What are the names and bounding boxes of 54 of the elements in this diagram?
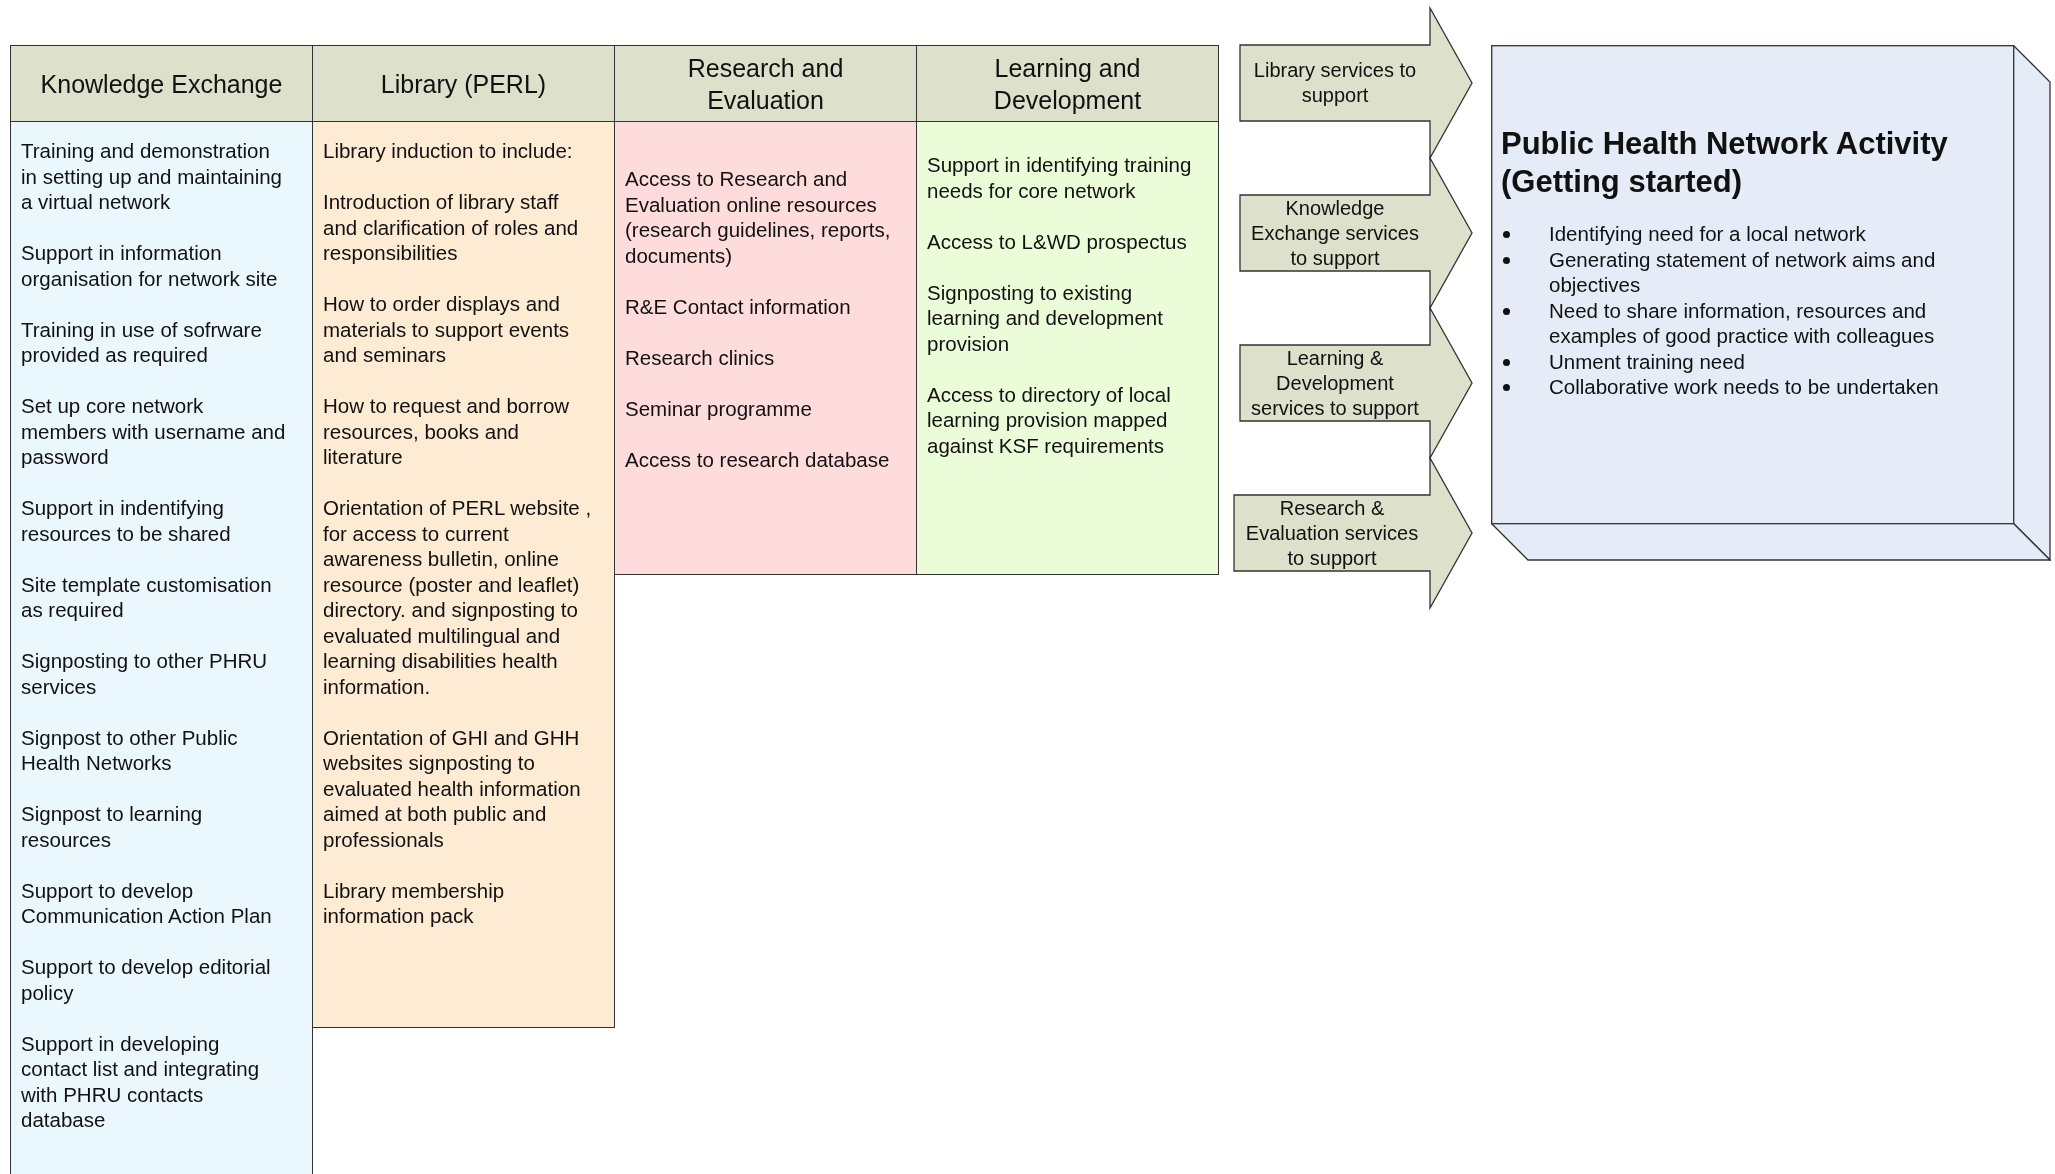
service-item: Access to Research and Evaluation online resources (research guidelines, reports, documents)	[625, 166, 892, 268]
header-text: Research and Evaluation	[686, 52, 845, 116]
service-item: Signposting to existing learning and development provision	[927, 279, 1164, 356]
column-header	[312, 45, 615, 122]
signpost-shape	[1240, 158, 1472, 308]
service-item: Training and demonstration in setting up and maintaining a virtual network	[21, 138, 283, 215]
service-item: Support in information organisation for network site	[21, 240, 279, 291]
service-item: How to request and borrow resources, books and literature	[323, 393, 571, 470]
header-text: Library (PERL)	[380, 68, 547, 100]
column-header	[10, 45, 313, 122]
bullet-item: Unment training need	[1549, 348, 1746, 374]
service-item: Support to develop editorial policy	[21, 954, 272, 1005]
bullet-item: Generating statement of network aims and objectives	[1549, 246, 1937, 298]
header-text: Learning and Development	[992, 52, 1143, 116]
service-list-panel	[312, 121, 615, 1028]
service-item: Signposting to other PHRU services	[21, 648, 269, 699]
signpost-shape	[1240, 8, 1472, 158]
service-list-panel	[916, 121, 1219, 575]
arrow-label: Learning & Development services to support	[1250, 345, 1420, 421]
arrow-label: Library services to support	[1252, 58, 1418, 108]
service-item: Support in developing contact list and integrating with PHRU contacts database	[21, 1030, 261, 1133]
service-item: Access to research database	[625, 446, 891, 472]
service-item: How to order displays and materials to support events and seminars	[323, 291, 571, 368]
service-item: Support to develop Communication Action Plan	[21, 877, 273, 929]
service-item: Access to L&WD prospectus	[927, 228, 1188, 254]
column-header	[614, 45, 917, 122]
service-item: Seminar programme	[625, 395, 813, 421]
service-item: Library membership information pack	[323, 877, 506, 929]
service-item: Site template customisation as required	[21, 571, 273, 623]
service-item: Support in indentifying resources to be shared	[21, 495, 232, 546]
service-item: Support in identifying training needs for core network	[927, 152, 1193, 203]
bullet-item: Need to share information, resources and examples of good practice with colleagues	[1549, 297, 1936, 349]
service-item: Signpost to other Public Health Networks	[21, 724, 239, 776]
bullet-item: Collaborative work needs to be undertaken	[1549, 374, 1940, 400]
activity-title: Public Health Network Activity (Getting started)	[1501, 125, 1949, 201]
service-item: Training in use of sofrware provided as required	[21, 316, 263, 368]
signpost-shape	[1234, 458, 1472, 608]
service-item: Orientation of GHI and GHH websites signposting to evaluated health information aimed at both public and professionals	[323, 724, 582, 852]
service-item: Library induction to include:	[323, 138, 574, 164]
service-item: Introduction of library staff and clarification of roles and responsibilities	[323, 189, 580, 266]
arrow-label: Research & Evaluation services to support	[1244, 495, 1420, 571]
service-item: R&E Contact information	[625, 293, 852, 319]
service-item: Set up core network members with username and password	[21, 393, 287, 470]
service-item: Research clinics	[625, 344, 776, 370]
service-item: Orientation of PERL website , for access to current awareness bulletin, online resource (poster and leaflet) directory. and signposting to evaluated multilingual and learning disabilities health information.	[323, 495, 592, 699]
service-list-panel	[614, 121, 917, 575]
signpost-shape	[1240, 308, 1472, 458]
service-item: Signpost to learning resources	[21, 801, 204, 852]
arrow-label: Knowledge Exchange services to support	[1250, 195, 1420, 271]
service-list-panel	[10, 121, 313, 1174]
bullet-item: Identifying need for a local network	[1549, 221, 1867, 247]
header-text: Knowledge Exchange	[40, 68, 283, 100]
service-item: Access to directory of local learning provision mapped against KSF requirements	[927, 381, 1172, 458]
column-header	[916, 45, 1219, 122]
